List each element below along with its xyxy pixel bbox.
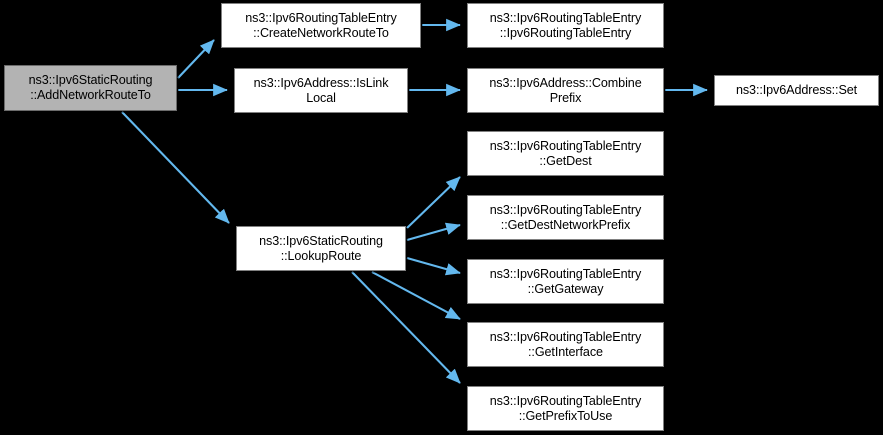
edge-lookup_route-to-get_interface: [371, 271, 461, 320]
graph-node-get_gateway[interactable]: ns3::Ipv6RoutingTableEntry ::GetGateway: [467, 259, 664, 304]
edge-add_network_route_to-to-lookup_route: [121, 111, 230, 224]
graph-node-add_network_route_to[interactable]: ns3::Ipv6StaticRouting ::AddNetworkRoute…: [4, 65, 177, 111]
edge-lookup_route-to-get_prefix_to_use: [351, 271, 461, 384]
graph-node-get_dest_network_prefix[interactable]: ns3::Ipv6RoutingTableEntry ::GetDestNetw…: [467, 195, 664, 240]
edge-add_network_route_to-to-create_network_route_to: [177, 39, 215, 79]
graph-node-get_prefix_to_use[interactable]: ns3::Ipv6RoutingTableEntry ::GetPrefixTo…: [467, 386, 664, 431]
graph-node-get_interface[interactable]: ns3::Ipv6RoutingTableEntry ::GetInterfac…: [467, 322, 664, 367]
edge-lookup_route-to-get_dest: [406, 176, 461, 229]
graph-node-lookup_route[interactable]: ns3::Ipv6StaticRouting ::LookupRoute: [236, 226, 406, 271]
edge-lookup_route-to-get_gateway: [406, 256, 461, 276]
graph-node-combine_prefix[interactable]: ns3::Ipv6Address::Combine Prefix: [467, 68, 664, 113]
graph-node-is_link_local[interactable]: ns3::Ipv6Address::IsLink Local: [234, 68, 408, 113]
edge-lookup_route-to-get_dest_network_prefix: [406, 222, 461, 242]
graph-node-get_dest[interactable]: ns3::Ipv6RoutingTableEntry ::GetDest: [467, 131, 664, 176]
graph-node-create_network_route_to[interactable]: ns3::Ipv6RoutingTableEntry ::CreateNetwo…: [221, 3, 421, 48]
graph-node-ipv6address_set[interactable]: ns3::Ipv6Address::Set: [714, 75, 879, 106]
graph-node-ipv6_routing_table_entry_ctor[interactable]: ns3::Ipv6RoutingTableEntry ::Ipv6Routing…: [467, 3, 664, 48]
